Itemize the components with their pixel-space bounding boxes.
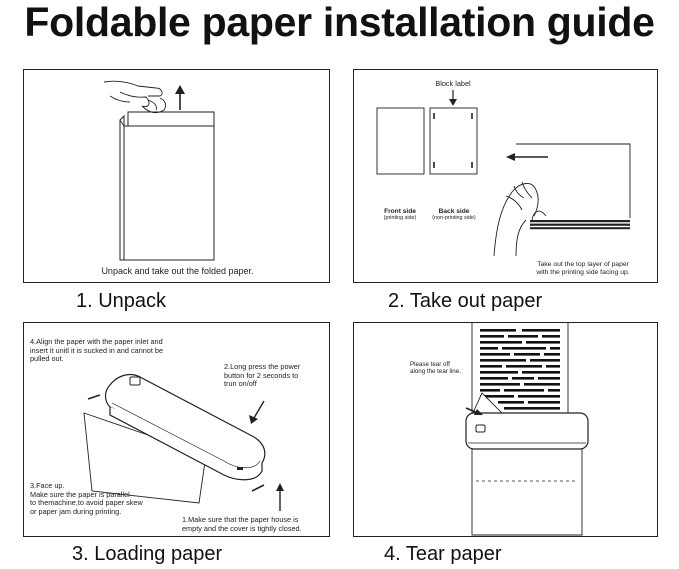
hand-icon — [103, 80, 167, 114]
tear-illustration — [465, 323, 589, 536]
page-title: Foldable paper installation guide — [24, 0, 655, 45]
front-side-label: Front side (printing side) — [372, 208, 428, 221]
power-button — [129, 376, 141, 386]
step-1-panel: Unpack and take out the folded paper. — [23, 69, 330, 283]
step-3-caption: 3. Loading paper — [72, 543, 223, 565]
arrow-tear-icon — [465, 407, 483, 415]
front-side-sheet — [376, 107, 425, 175]
printed-lines — [480, 329, 560, 410]
arrow-press-icon — [249, 400, 265, 424]
block-label-text: Block label — [435, 79, 471, 88]
back-side-title: Back side — [438, 208, 470, 215]
step-2-panel: Block label Front side (printing side) B… — [353, 69, 658, 283]
loading-illustration — [83, 373, 284, 511]
hand-icon — [493, 181, 539, 257]
unpack-illustration — [103, 80, 215, 261]
arrow-down-icon — [449, 90, 457, 106]
note-house: 1.Make sure that the paper house is empt… — [182, 515, 302, 533]
step-1-caption: 1. Unpack — [76, 290, 167, 312]
step-4-caption: 4. Tear paper — [384, 543, 502, 565]
step-1-instruction: Unpack and take out the folded paper. — [101, 266, 254, 276]
arrow-left-icon — [506, 153, 548, 161]
front-side-note: (printing side) — [383, 215, 417, 222]
step-3-panel: 4.Align the paper with the paper inlet a… — [23, 322, 330, 537]
note-tear: Please tear off along the tear line. — [410, 361, 461, 376]
paper-house — [471, 449, 583, 536]
back-side-note: (non-printing side) — [432, 215, 476, 222]
block-label-marks — [433, 113, 473, 168]
power-button — [475, 424, 486, 433]
back-side-label: Back side (non-printing side) — [422, 208, 486, 221]
note-align: 4.Align the paper with the paper inlet a… — [30, 337, 164, 364]
usb-port — [237, 467, 243, 470]
slot-marks — [87, 394, 265, 492]
step-2-caption: 2. Take out paper — [388, 290, 543, 312]
printer-body — [104, 373, 266, 481]
take-out-illustration — [376, 90, 631, 257]
step-2-instruction: Take out the top layer of paper with the… — [536, 261, 630, 276]
paper-box — [119, 114, 125, 261]
printer-body — [465, 412, 589, 450]
note-press: 2.Long press the power button for 2 seco… — [224, 362, 301, 389]
front-side-title: Front side — [384, 208, 416, 215]
arrow-house-icon — [276, 483, 284, 511]
back-side-sheet — [429, 107, 478, 175]
note-face: 3.Face up. Make sure the paper is parall… — [30, 481, 143, 516]
step-4-panel: Please tear off along the tear line. — [353, 322, 658, 537]
paper-stack — [516, 143, 631, 230]
arrow-up-icon — [175, 85, 185, 110]
